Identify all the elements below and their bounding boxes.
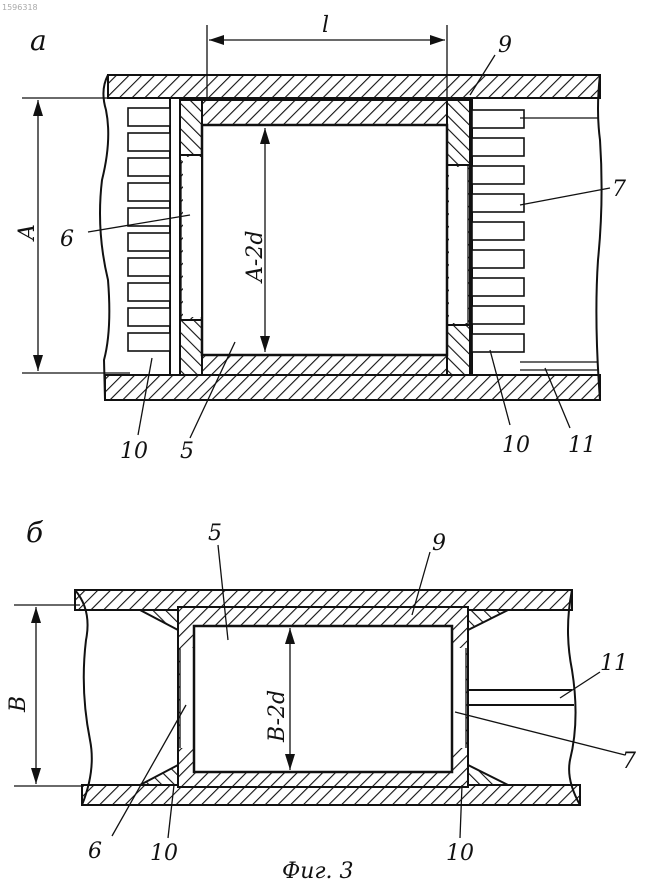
callout-9: 9 [498, 33, 512, 58]
view-b-letter: б [26, 516, 44, 549]
leader-7 [520, 188, 610, 205]
callout-10-b-right: 10 [446, 841, 474, 866]
callout-9-b: 9 [432, 531, 446, 556]
dimension-b: B [6, 605, 84, 786]
view-b: б B [6, 516, 636, 866]
callout-10-left: 10 [120, 439, 148, 464]
callout-10-b-left: 10 [150, 841, 178, 866]
leader-11-b [560, 672, 600, 698]
callout-6: 6 [60, 227, 74, 252]
document-code: 1596318 [2, 3, 38, 12]
callout-10-right: 10 [502, 433, 530, 458]
left-flange-top [180, 100, 202, 155]
right-fin-comb [472, 98, 524, 375]
callout-7: 7 [612, 177, 626, 202]
view-a: а [15, 13, 626, 464]
taper-tl [140, 610, 178, 630]
cavity-5-b [194, 626, 452, 772]
taper-br [468, 765, 508, 785]
taper-bl [140, 765, 178, 785]
right-flange-top [447, 100, 470, 165]
left-flange-bottom [180, 320, 202, 375]
bottom-wall [105, 375, 600, 400]
cavity-5 [202, 125, 447, 355]
dim-b-label: B [6, 696, 31, 713]
taper-tr [468, 610, 508, 630]
dim-a-label: A [15, 224, 40, 242]
callout-7-b: 7 [622, 749, 636, 774]
dim-b-2d-label: B-2d [265, 690, 290, 743]
right-break-line [596, 75, 601, 400]
callout-6-b: 6 [88, 839, 102, 864]
leader-7-b [455, 712, 625, 755]
left-break-b [75, 590, 92, 805]
callout-5-b: 5 [208, 521, 222, 546]
top-wall [108, 75, 600, 98]
left-fin-comb [128, 98, 170, 375]
left-break-line [100, 75, 109, 400]
dim-a-2d-label: A-2d [243, 231, 268, 284]
right-flange-bottom [447, 325, 470, 375]
right-break-b [568, 590, 580, 805]
view-a-letter: а [30, 24, 47, 57]
callout-11-b: 11 [600, 651, 628, 676]
callout-11: 11 [568, 433, 596, 458]
dim-l-label: l [322, 13, 329, 38]
figure-caption: Фиг. 3 [282, 859, 354, 884]
callout-5: 5 [180, 439, 194, 464]
